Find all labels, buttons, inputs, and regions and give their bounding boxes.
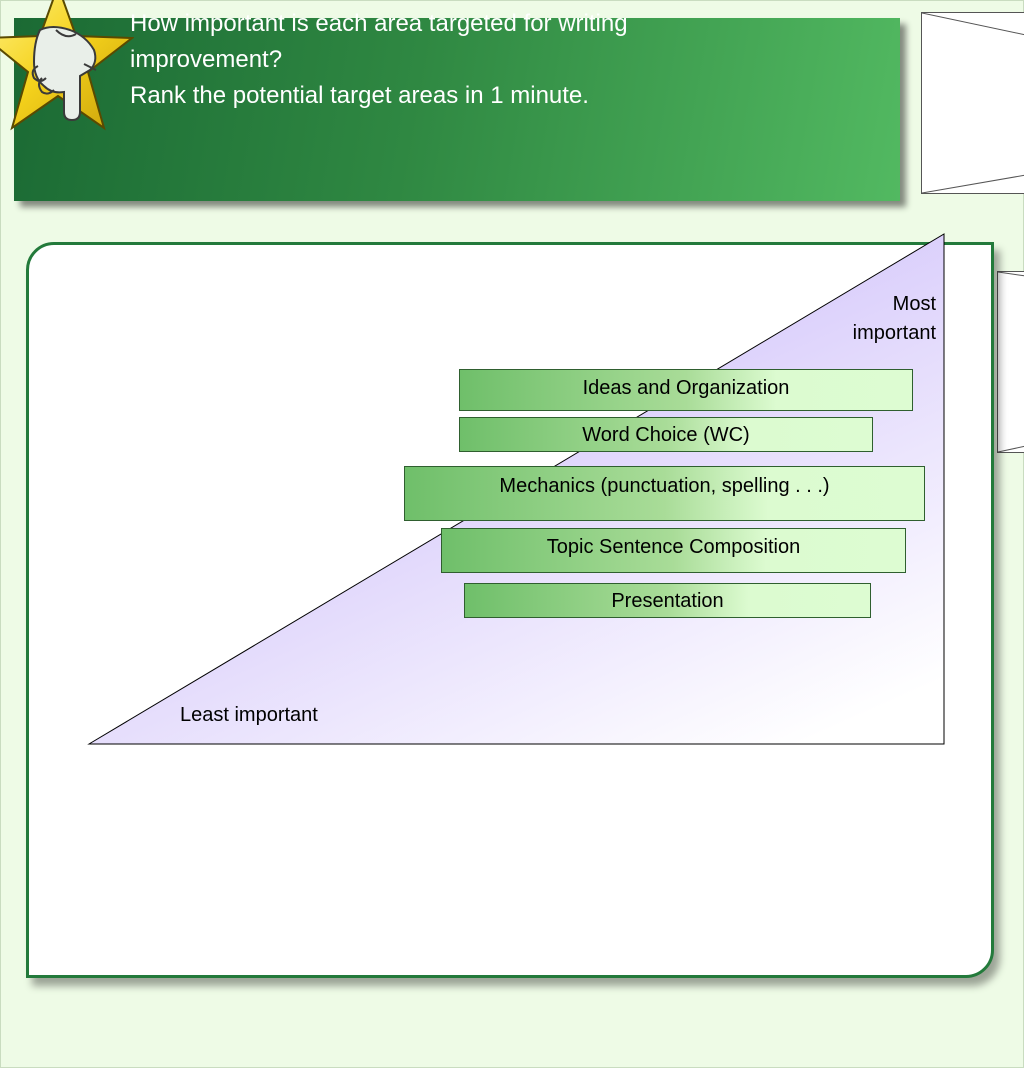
rank-item-presentation[interactable]: Presentation [464,583,871,618]
most-important-label: Most important [800,290,936,348]
most-important-line-2: important [852,322,936,344]
title-line-1: How important is each area targeted for … [130,10,628,37]
header-banner [14,18,900,201]
rank-item-word-choice[interactable]: Word Choice (WC) [459,417,873,452]
star-pointing-hand-icon [0,0,134,131]
rank-item-mechanics[interactable]: Mechanics (punctuation, spelling . . .) [404,466,925,521]
placeholder-box-top [921,12,1024,194]
slide-title: How important is each area targeted for … [130,6,770,114]
placeholder-box-side [997,271,1024,453]
rank-item-topic-sentence[interactable]: Topic Sentence Composition [441,528,906,573]
title-line-3: Rank the potential target areas in 1 min… [130,82,589,109]
least-important-label: Least important [180,704,318,726]
rank-item-ideas-organization[interactable]: Ideas and Organization [459,369,913,411]
title-line-2: improvement? [130,46,283,73]
most-important-line-1: Most [892,293,936,315]
